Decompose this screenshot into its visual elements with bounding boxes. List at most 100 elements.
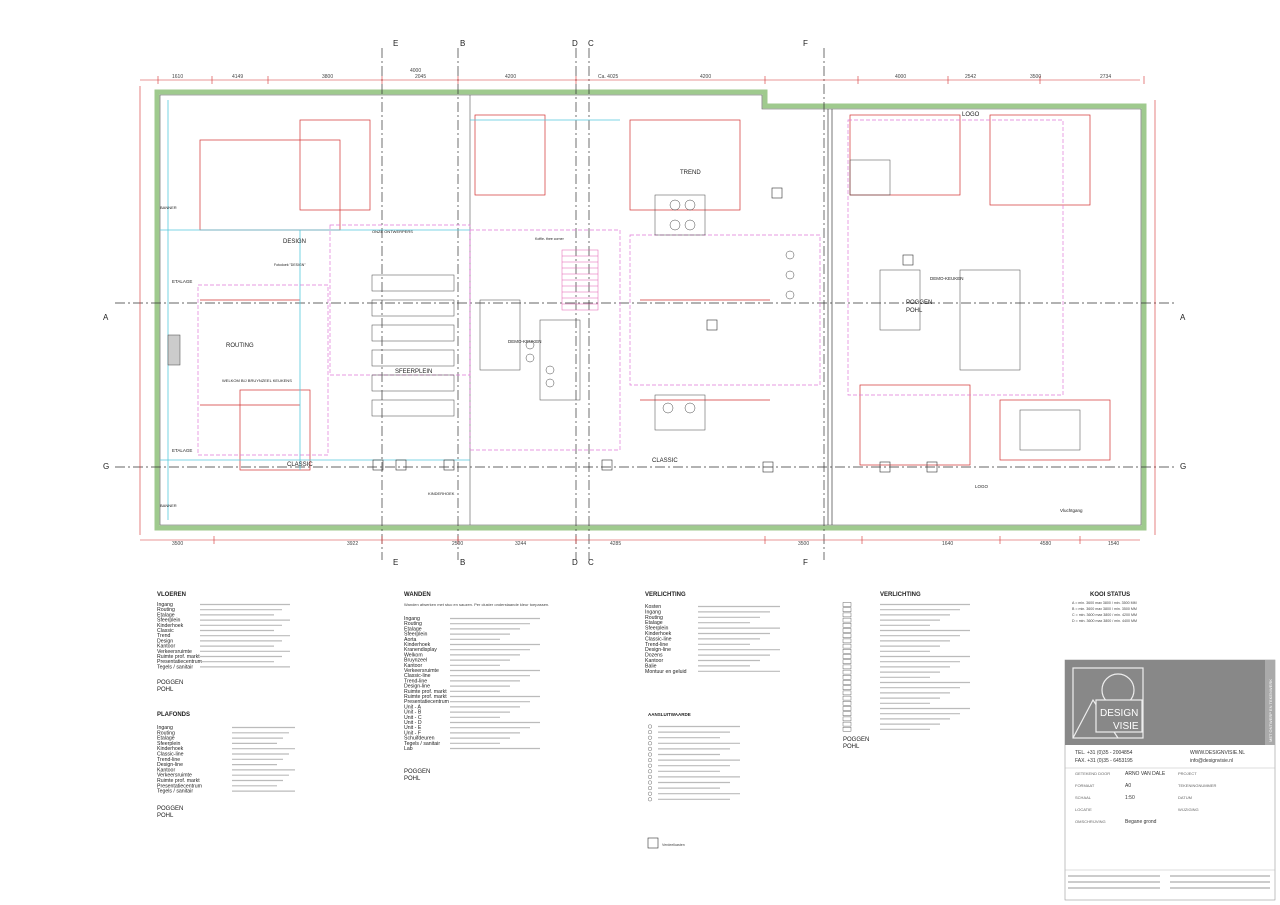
dim-bottom-2: 3922: [347, 541, 358, 547]
axis-left-g: G: [103, 462, 109, 471]
plafonds-item: Kantoor: [157, 767, 175, 773]
grid-lines: [115, 48, 1175, 560]
verlichting2-marker: [842, 643, 852, 649]
dim-top-7: Ca. 4025: [598, 74, 619, 80]
verlichting-item: Kantoor: [645, 658, 663, 664]
room-koffie: Koffie- thee corner: [535, 237, 565, 241]
verlichting2-marker: [842, 654, 852, 659]
wanden-item: Aorta: [404, 637, 417, 643]
dim-bottom-9: 1540: [1108, 541, 1119, 547]
axis-bottom-3: D: [572, 558, 578, 567]
wanden-item: Unit - C: [404, 715, 422, 721]
wanden-item: Tegels / sanitair: [404, 741, 440, 747]
legend-wanden: WANDEN Wanden afwerken met stuc en sauze…: [404, 592, 549, 782]
kooi-title: KOOI STATUS: [1090, 592, 1130, 598]
legend-vr: Verdeelkasten: [647, 837, 685, 849]
wanden-item: Unit - E: [404, 725, 422, 731]
kooi-item-4: D = min. 3600 max 3800 / min. 4400 MM: [1072, 619, 1137, 623]
aansluit-marker: [648, 741, 653, 746]
aansluit-marker: [648, 763, 653, 768]
dim-top-3: 3800: [322, 74, 333, 80]
verlichting-item: Ingang: [645, 609, 661, 615]
plafonds-item: Tegels / sanitair: [157, 789, 193, 795]
dim-bottom-1: 3500: [172, 541, 183, 547]
room-etalage-top: ETALAGE: [172, 279, 192, 284]
wanden-item: Unit - B: [404, 710, 422, 716]
zone-outlines-magenta: [197, 119, 1064, 456]
verlichting2-marker: [842, 607, 852, 612]
zone-outlines-cyan: [160, 100, 620, 520]
wanden-item: Etalage: [404, 626, 422, 632]
vloeren-item: Ingang: [157, 602, 173, 608]
verlichting2-marker: [842, 649, 852, 654]
verlichting-item: Balie: [645, 663, 657, 669]
wanden-item: Routing: [404, 621, 422, 627]
room-poggen-pohl-1: POGGEN: [906, 300, 932, 306]
wanden-item: Lab: [404, 746, 413, 752]
wanden-item: Unit - A: [404, 704, 422, 710]
legend-aansluitwaarde: AANSLUITWAARDE: [648, 712, 740, 802]
wanden-item: Welkom: [404, 652, 423, 658]
dimension-lines: [139, 76, 1156, 544]
dim-top-9: 4000: [895, 74, 906, 80]
tb-label: GETEKEND DOOR: [1075, 771, 1110, 776]
verlichting2-marker: [842, 701, 852, 706]
kooi-item-2: B = min. 3600 max 3800 / min. 3500 MM: [1072, 607, 1137, 611]
verlichting2-title: VERLICHTING: [880, 592, 921, 598]
dim-top-1: 1610: [172, 74, 183, 80]
vloeren-item: Ruimte prof. markt: [157, 654, 200, 660]
stair: [561, 249, 599, 311]
room-sfeerplein: SFEERPLEIN: [395, 369, 432, 375]
dim-bottom-3: 2500: [452, 541, 463, 547]
furniture: [167, 159, 1081, 451]
axis-labels: E B D C F E B D C F A A G G: [103, 39, 1186, 567]
wanden-item: Unit - D: [404, 720, 422, 726]
verlichting-item: Trend-line: [645, 642, 668, 648]
verlichting2-marker: [842, 638, 852, 644]
verlichting2-marker: [842, 623, 852, 628]
verlichting2-marker: [842, 664, 852, 670]
axis-top-3: D: [572, 39, 578, 48]
vr-markers: [372, 187, 938, 473]
room-demo-keuken-right: DEMO-KEUKEN: [930, 276, 964, 281]
room-design: DESIGN: [283, 239, 306, 245]
kooi-item-1: A = min. 3600 max 3800 / min. 3500 MM: [1072, 601, 1137, 605]
room-demo-keuken-mid: DEMO-KEUKEN: [508, 339, 542, 344]
vloeren-brand-2: POHL: [157, 687, 174, 693]
verlichting2-marker: [842, 706, 852, 711]
legend-verlichting-2: VERLICHTING POGGEN POHL: [842, 592, 970, 750]
tb-label: SCHAAL: [1075, 795, 1092, 800]
tb-label: TEKENINGNUMMER: [1178, 783, 1217, 788]
room-onze-ontwerpers: ONZE ONTWERPERS: [372, 229, 413, 234]
tel: TEL. +31 (0)35 - 2004854: [1075, 750, 1133, 756]
dim-bottom-7: 1640: [942, 541, 953, 547]
verlichting-item: Routing: [645, 615, 663, 621]
plafonds-item: Trend-line: [157, 757, 180, 763]
designvisie-logo: [1072, 667, 1144, 739]
dim-top-6: 4200: [505, 74, 516, 80]
verlichting2-marker: [842, 721, 852, 727]
plafonds-item: Ruimte prof. markt: [157, 778, 200, 784]
tb-value: ARNO VAN DALE: [1125, 771, 1166, 777]
verlichting-title: VERLICHTING: [645, 592, 686, 598]
verlichting-item: Kosten: [645, 604, 661, 610]
vloeren-item: Kinderhoek: [157, 623, 184, 629]
building-walls: [154, 89, 1147, 531]
room-banner-bottom: BANNER: [160, 503, 177, 508]
plafonds-item: Sfeerplein: [157, 741, 180, 747]
room-etalage-bottom: ETALAGE: [172, 448, 192, 453]
side-text: MET ONTWERP EN TEKENWERK: [1268, 679, 1273, 742]
verlichting-item: Montuur en geluid: [645, 669, 687, 675]
verlichting2-marker: [842, 695, 852, 701]
dim-bottom-5: 4285: [610, 541, 621, 547]
wanden-item: Verkeersruimte: [404, 668, 439, 674]
room-poggen-pohl-2: POHL: [906, 308, 923, 314]
wanden-item: Kantoor: [404, 663, 422, 669]
legend-verlichting: VERLICHTING KostenIngangRoutingEtalageSf…: [645, 592, 780, 675]
tb-value: A0: [1125, 783, 1131, 789]
verlichting2-marker: [842, 617, 852, 623]
axis-bottom-2: B: [460, 558, 465, 567]
vloeren-item: Tegels / sanitair: [157, 664, 193, 670]
room-logo-top: LOGO: [962, 112, 980, 118]
